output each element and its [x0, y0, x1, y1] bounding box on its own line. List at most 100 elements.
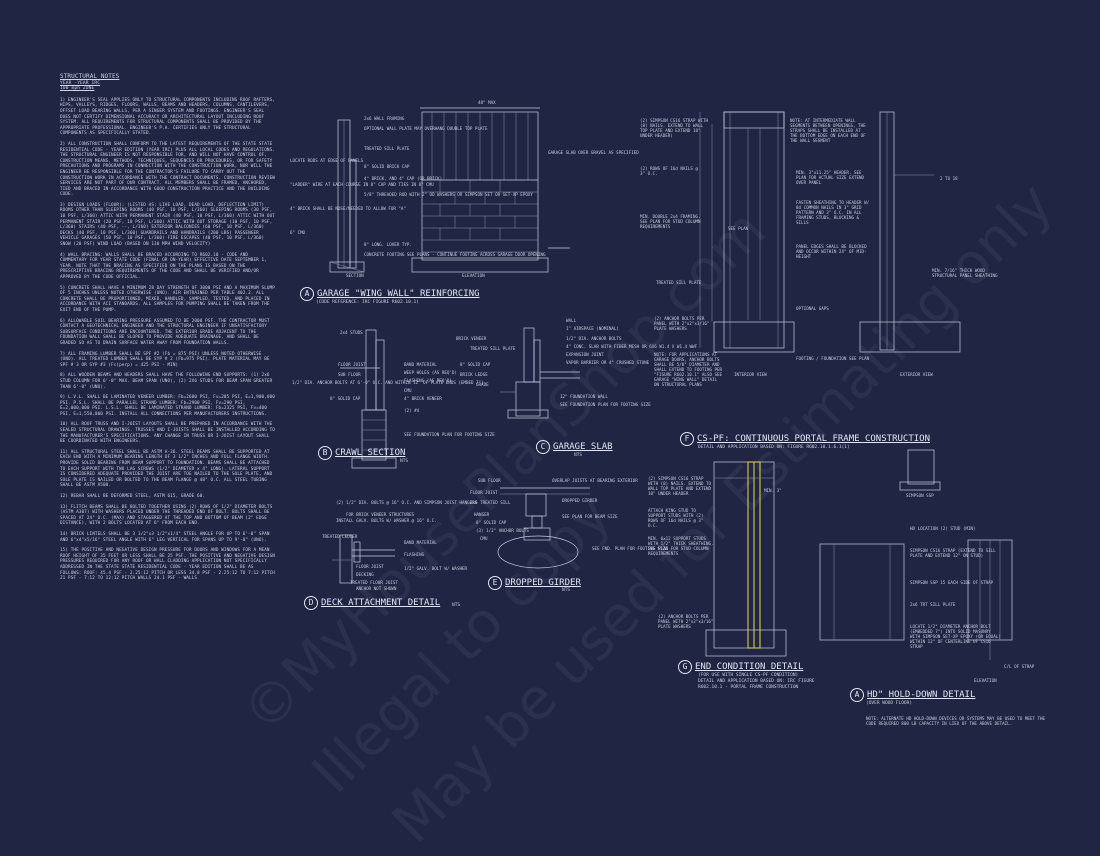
exterior-view-label: EXTERIOR VIEW	[900, 372, 933, 377]
callout: 1/2" DIA. ANCHOR BOLTS	[566, 336, 622, 341]
callout: LOCATE RODS AT EDGE OF PANELS	[290, 158, 364, 163]
detail-d-scale: NTS	[452, 603, 461, 608]
callout: INSTALL GALV. BOLTS W/ WASHER @ 16" O.C.	[336, 518, 437, 523]
detail-b-title-text: CRAWL SECTION	[335, 448, 406, 458]
callout: (2) ANCHOR BOLTS PER PANEL WITH 2"x2"x3/…	[658, 614, 714, 629]
note-paragraph: 15) THE POSITIVE AND NEGATIVE DESIGN PRE…	[60, 548, 275, 582]
callout: BAND MATERIAL	[404, 362, 437, 367]
detail-d-title-text: DECK ATTACHMENT DETAIL	[321, 598, 441, 608]
note-paragraph: 11) ALL STRUCTURAL STEEL SHALL BE ASTM A…	[60, 449, 273, 489]
note-paragraph: 8) ALL WOODEN BEAMS AND HEADERS SHALL HA…	[60, 373, 273, 390]
callout: TREATED SILL PLATE	[656, 280, 702, 285]
callout: SEE PLAN FOR BEAM SIZE	[562, 514, 618, 519]
callout: SIMPSON SSP 15 EACH SIDE OF STRAP	[910, 580, 994, 585]
callout: SUB FLOOR	[338, 372, 361, 377]
note-paragraph: 13) FLITCH BEAMS SHALL BE BOLTED TOGETHE…	[60, 504, 273, 527]
callout: FLASHING	[404, 552, 425, 557]
callout: BRICK LEDGE	[460, 372, 488, 377]
detail-e-scale: NTS	[562, 588, 571, 593]
callout: FLOOR JOIST	[470, 490, 498, 495]
callout: 1/2" DIA. ANCHOR BOLTS AT 6'-0" O.C. AND…	[292, 380, 484, 385]
callout: (2) ANCHOR BOLTS PER PANEL WITH 2"x2"x3/…	[654, 316, 710, 331]
callout: 4" CONC. SLAB WITH FIBER MESH OR 6X6 W1.…	[566, 344, 698, 349]
callout: OPTIONAL GAPS	[796, 306, 829, 311]
callout: 2x6 TREATED SILL	[470, 500, 511, 505]
callout: TREATED LEDGER	[322, 534, 358, 539]
callout: TREATED FLOOR JOIST	[350, 580, 398, 585]
callout: GARAGE SLAB OVER GRAVEL AS SPECIFIED	[548, 150, 639, 155]
callout: OVERLAP JOISTS AT BEARING EXTERIOR	[552, 478, 638, 483]
callout: HANGER	[474, 512, 490, 517]
callout: C/L OF STRAP	[1004, 664, 1035, 669]
callout: NOTE: AT INTERMEDIATE WALL SEGMENTS BETW…	[790, 118, 866, 143]
callout: TREATED SILL PLATE	[364, 146, 410, 151]
callout: (2) SIMPSON CS16 STRAP WITH (8) NAILS. E…	[648, 476, 712, 496]
detail-hd-subtitle: (OVER WOOD FLOOR)	[866, 701, 913, 706]
note-paragraph: 6) ALLOWABLE SOIL BEARING PRESSURE ASSUM…	[60, 318, 270, 346]
callout: MIN. 6x12 SUPPORT STUDS WITH 1/2" THICK …	[648, 536, 714, 556]
callout: 8" SOLID CAP	[476, 520, 507, 525]
detail-b-scale: NTS	[400, 459, 409, 464]
callout: GRADE	[476, 382, 489, 387]
note-paragraph: 10) ALL ROOF TRUSS AND I-JOIST LAYOUTS S…	[60, 422, 275, 445]
crawl-section-drawing	[340, 329, 397, 469]
hd-elevation-label: ELEVATION	[974, 678, 997, 683]
callout: SEE FOUNDATION PLAN FOR FOOTING SIZE	[404, 432, 495, 437]
callout: 5/8" THREADED ROD WITH 2" OD WASHERS OR …	[364, 192, 533, 197]
callout: CMU	[480, 536, 488, 541]
callout: ANCHOR NOT SHOWN	[356, 586, 397, 591]
callout: 8" SOLID CAP	[460, 362, 491, 367]
detail-hd-bubble: A	[850, 688, 864, 702]
note-paragraph: 14) BRICK LINTELS SHALL BE 3 1/2"x3 1/2"…	[60, 531, 270, 543]
detail-a-title-text: GARAGE "WING WALL" REINFORCING	[317, 289, 480, 299]
callout: 2x6 WALL FRAMING	[364, 116, 405, 121]
callout: MIN. DOUBLE 2x4 FRAMING. SEE PLAN FOR ST…	[640, 214, 701, 229]
detail-c-bubble: C	[536, 440, 550, 454]
callout: PANEL EDGES SHALL BE BLOCKED AND OCCUR W…	[796, 244, 867, 259]
detail-d-bubble: D	[304, 596, 318, 610]
callout: (2) ROWS OF 16d NAILS @ 3" O.C.	[640, 166, 698, 176]
callout: FOR BRICK VENEER STRUCTURES	[346, 512, 415, 517]
deck-attachment-drawing	[332, 534, 395, 584]
note-paragraph: 7) ALL FRAMING LUMBER SHALL BE SPF #2 (F…	[60, 351, 270, 368]
callout: MIN. 3"	[764, 488, 782, 493]
detail-g-title-text: END CONDITION DETAIL	[695, 662, 804, 672]
detail-e-title-text: DROPPED GIRDER	[505, 578, 581, 588]
simpson-ssp-label: SIMPSON SSP	[906, 493, 934, 498]
callout: 1/2" GALV. BOLT W/ WASHER	[404, 566, 468, 571]
note-paragraph: 3) DESIGN LOADS (FLOOR): (LISTED AS: LIV…	[60, 202, 275, 248]
detail-e-bubble: E	[488, 576, 502, 590]
callout: NOTE: FOR APPLICATIONS AT GARAGE DOORS, …	[654, 352, 723, 387]
callout: 4" BRICK SHALL BE NOSE/NEEDED TO ALLOW F…	[290, 206, 406, 211]
callout: (2) SIMPSON CS16 STRAP WITH (8) NAILS. E…	[640, 118, 709, 138]
detail-hd-title-text: HD" HOLD-DOWN DETAIL	[867, 690, 976, 700]
callout: SIMPSON CS16 STRAP (EXTEND TO SILL PLATE…	[910, 548, 996, 558]
detail-g-sub2: DETAIL AND APPLICATION BASED ON: IRC FIG…	[698, 679, 815, 684]
callout: 2x4 STUDS	[340, 330, 363, 335]
callout: EXPANSION JOINT	[566, 352, 604, 357]
callout: BAND MATERIAL	[404, 540, 437, 545]
wing-wall-section-drawing	[329, 119, 365, 273]
detail-g-bubble: G	[678, 660, 692, 674]
callout: FOOTING / FOUNDATION SEE PLAN	[796, 356, 870, 361]
callout: SEE FOUNDATION PLAN FOR FOOTING SIZE	[560, 402, 651, 407]
detail-g-sub3: R602.10.1 - PORTAL FRAME CONSTRUCTION	[698, 685, 799, 690]
detail-a-elevation-label: ELEVATION	[462, 273, 485, 278]
detail-f-bubble: F	[680, 432, 694, 446]
callout: CONCRETE FOOTING SEE PLANS - CONTINUE FO…	[364, 252, 546, 257]
note-paragraph: 9) L.V.L. SHALL BE LAMINATED VENEER LUMB…	[60, 395, 275, 417]
notes-wind-zone: 100 mph ZONE	[60, 86, 95, 92]
detail-f-title-text: CS-PF: CONTINUOUS PORTAL FRAME CONSTRUCT…	[697, 434, 930, 444]
callout: MIN. 7/16" THICK WOOD STRUCTURAL PANEL S…	[932, 268, 998, 278]
detail-a-section-label: SECTION	[346, 273, 364, 278]
callout: (2) #4	[404, 408, 420, 413]
callout: FLASHING (AS REQ'D)	[404, 378, 452, 383]
note-paragraph: 2) ALL CONSTRUCTION SHALL CONFORM TO THE…	[60, 141, 275, 198]
callout: SEE PLAN	[728, 226, 749, 231]
portal-frame-drawing	[699, 111, 961, 353]
garage-slab-drawing	[500, 327, 580, 419]
callout: (2) 1/2" DIA. BOLTS @ 16" O.C. AND SIMPS…	[336, 500, 478, 505]
